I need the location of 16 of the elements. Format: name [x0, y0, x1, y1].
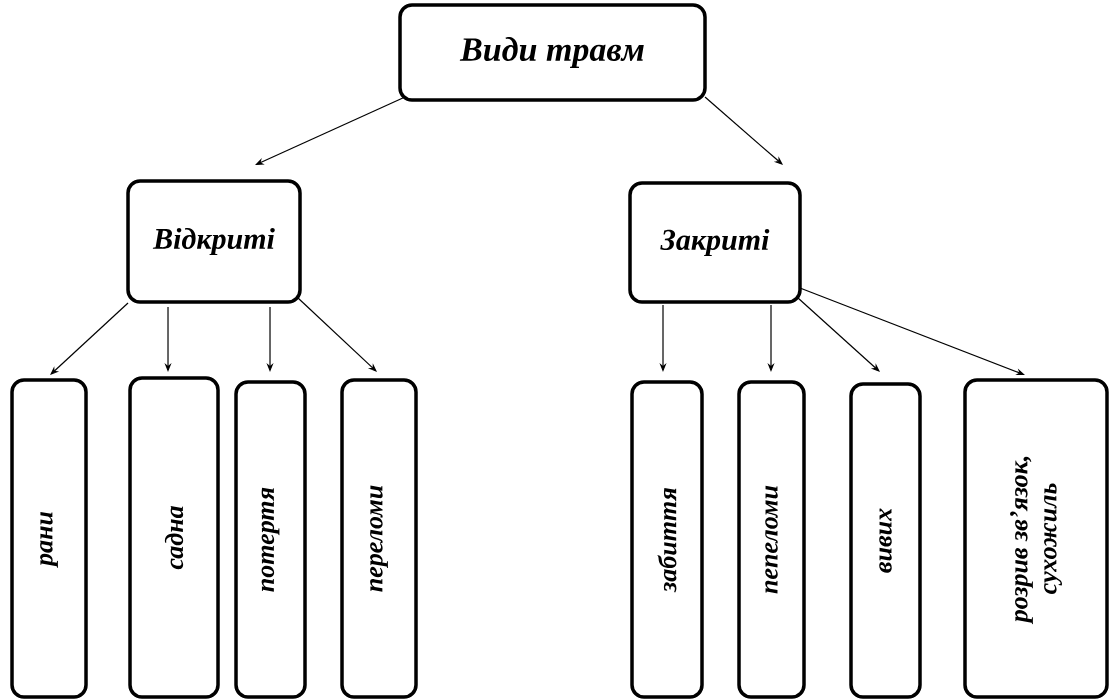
arrow [799, 287, 1025, 376]
category-box: забиття [630, 380, 704, 699]
category-box: пепеломи [737, 380, 806, 699]
arrow [704, 96, 783, 165]
arrow [297, 297, 377, 372]
heading-box: Види травм [398, 3, 707, 102]
group-box: Відкриті [126, 179, 302, 304]
category-box: рани [10, 378, 88, 699]
arrow [255, 96, 406, 165]
category-box: садна [128, 376, 220, 699]
arrow [797, 297, 880, 372]
category-box: вивих [849, 382, 922, 699]
arrow [50, 302, 129, 375]
category-box: переломи [340, 378, 418, 699]
group-box: Закриті [628, 181, 802, 304]
category-box: потертя [234, 380, 307, 699]
